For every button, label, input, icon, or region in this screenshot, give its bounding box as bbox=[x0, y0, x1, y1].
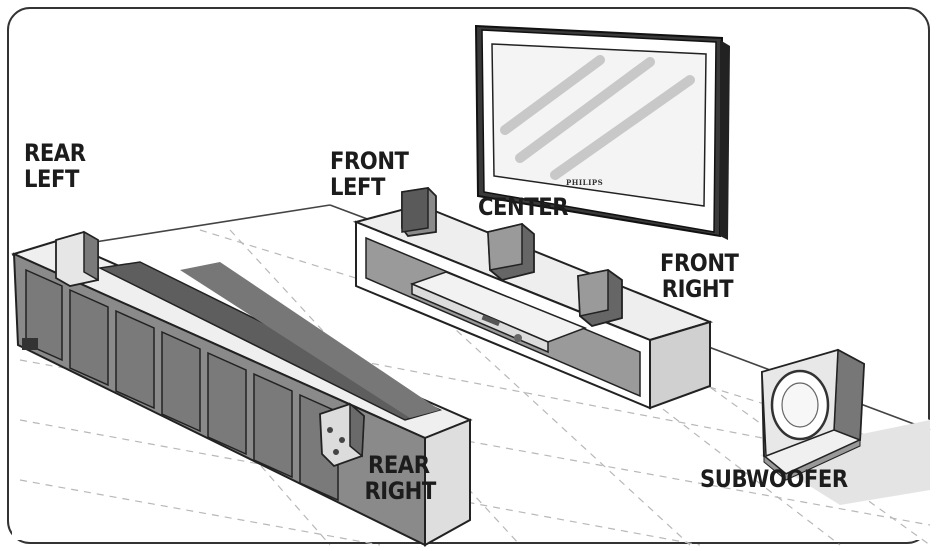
rear-cabinet bbox=[11, 238, 473, 547]
label-front-left-line1: FRONT bbox=[330, 147, 409, 175]
label-rear-left-line2: LEFT bbox=[24, 165, 79, 193]
speaker-front-left bbox=[401, 187, 437, 237]
speaker-rear-right bbox=[319, 402, 365, 468]
label-front-left: FRONT LEFT bbox=[330, 148, 409, 200]
label-front-right: FRONT RIGHT bbox=[660, 250, 739, 302]
label-rear-right-line2: RIGHT bbox=[364, 477, 436, 505]
speaker-rear-left bbox=[55, 230, 99, 287]
tv bbox=[474, 24, 730, 240]
speaker-front-right bbox=[577, 269, 623, 327]
label-front-right-line2: RIGHT bbox=[661, 275, 734, 303]
label-rear-left-line1: REAR bbox=[24, 139, 86, 167]
label-front-right-line1: FRONT bbox=[660, 249, 739, 277]
subwoofer bbox=[760, 348, 866, 481]
label-subwoofer: SUBWOOFER bbox=[700, 465, 848, 493]
speaker-center bbox=[487, 223, 535, 281]
label-front-left-line2: LEFT bbox=[330, 173, 385, 201]
label-rear-right-line1: REAR bbox=[368, 451, 430, 479]
dvd-player bbox=[409, 271, 588, 354]
label-rear-left: REAR LEFT bbox=[24, 140, 86, 192]
tv-brand-label: PHILIPS bbox=[566, 178, 604, 187]
label-rear-right: REAR RIGHT bbox=[364, 451, 436, 504]
label-center: CENTER bbox=[478, 193, 569, 221]
